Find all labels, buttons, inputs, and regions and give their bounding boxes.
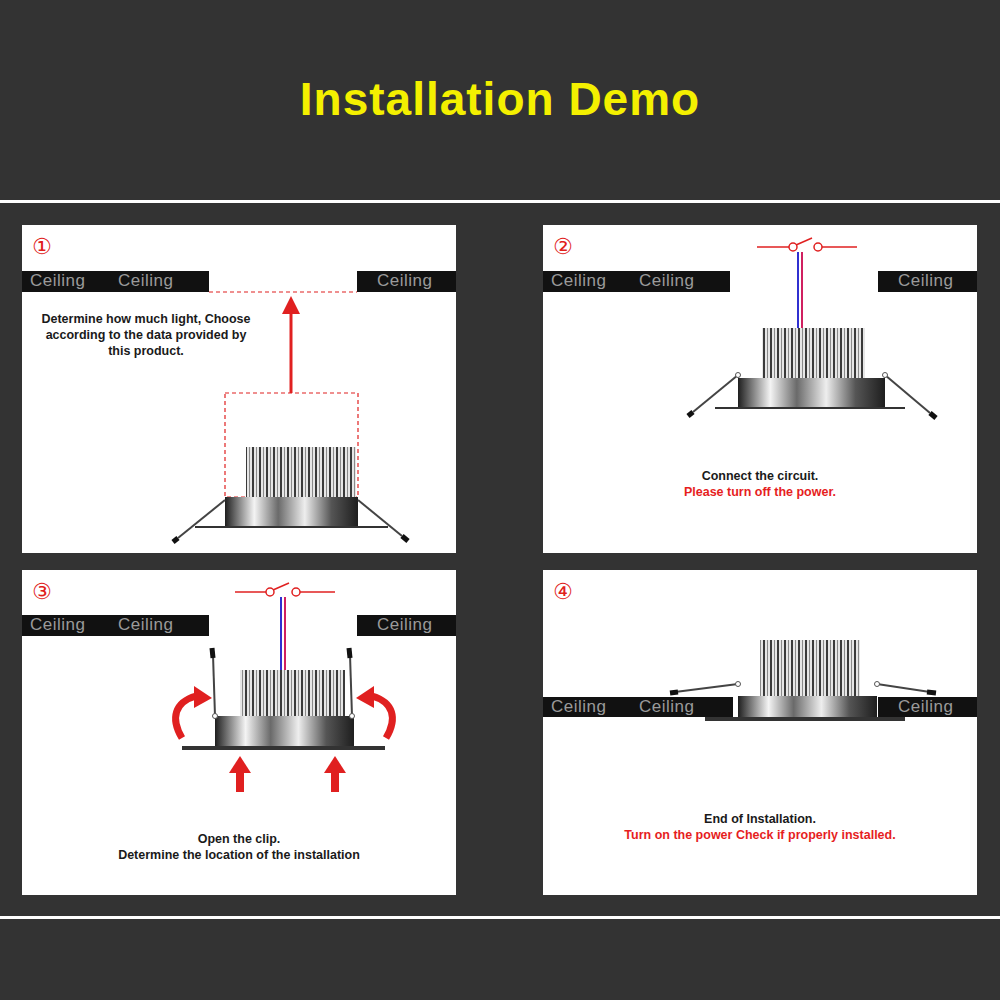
step-caption: Open the clip. xyxy=(119,831,359,847)
step-number: ③ xyxy=(32,580,72,604)
separator xyxy=(0,200,1000,203)
ceiling-label: Ceiling xyxy=(551,697,606,717)
step4-figure xyxy=(543,640,977,721)
step-caption: Connect the circuit. xyxy=(640,468,880,484)
panel-ground xyxy=(22,225,456,553)
ceiling-label: Ceiling xyxy=(30,271,85,291)
step1-figure xyxy=(22,271,456,542)
warning-text: Please turn off the power. xyxy=(620,484,900,500)
notice-text: Turn on the power Check if properly inst… xyxy=(580,827,940,843)
separator xyxy=(0,916,1000,919)
ceiling-label: Ceiling xyxy=(898,271,953,291)
ceiling-label: Ceiling xyxy=(118,271,173,291)
ceiling-label: Ceiling xyxy=(118,615,173,635)
ceiling-label: Ceiling xyxy=(377,615,432,635)
ceiling-label: Ceiling xyxy=(639,271,694,291)
step-caption: Determine the location of the installati… xyxy=(79,847,399,863)
step-panel: ④ End of Installation.Turn on the power C… xyxy=(543,570,977,895)
ceiling-label: Ceiling xyxy=(377,271,432,291)
ceiling-label: Ceiling xyxy=(551,271,606,291)
panel-ground xyxy=(543,570,977,895)
ceiling-label: Ceiling xyxy=(898,697,953,717)
step-caption: End of Installation. xyxy=(630,811,890,827)
ceiling-label: Ceiling xyxy=(639,697,694,717)
step3-figure xyxy=(22,583,456,792)
panel-ground xyxy=(543,225,977,553)
step-number: ① xyxy=(32,235,72,259)
panel-ground xyxy=(22,570,456,895)
step-number: ④ xyxy=(553,580,593,604)
step-number: ② xyxy=(553,235,593,259)
ceiling-label: Ceiling xyxy=(30,615,85,635)
step-caption: Determine how much light, Choose accordi… xyxy=(40,311,252,359)
page-title: Installation Demo xyxy=(0,72,1000,126)
step2-figure xyxy=(543,238,977,418)
